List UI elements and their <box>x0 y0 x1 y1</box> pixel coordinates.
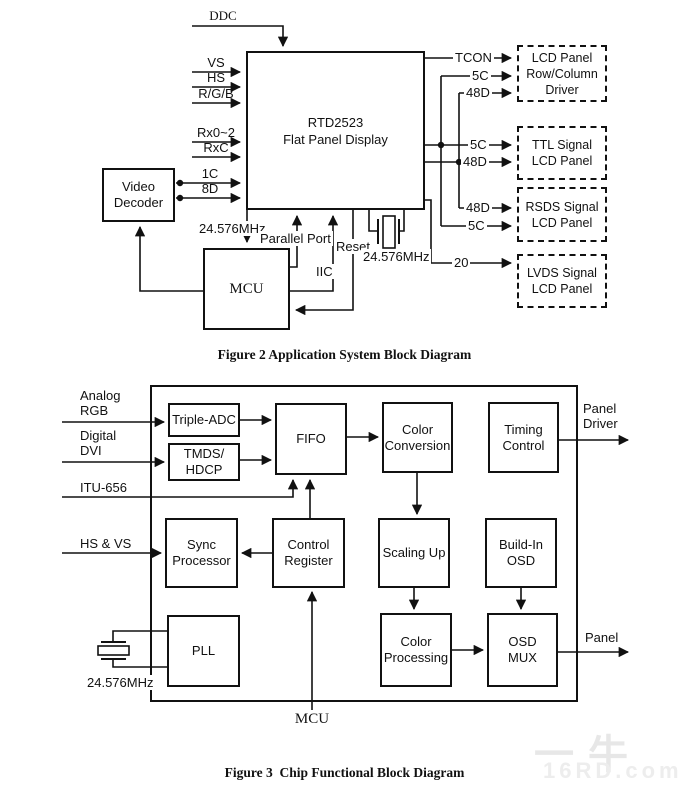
lvds-lcd-panel: LVDS Signal LCD Panel <box>517 254 607 308</box>
crystal-freq-label-fig2: 24.576MHz <box>361 249 432 264</box>
mcu-clock-label: 24.576MHz <box>197 221 268 236</box>
analog-rgb-label: Analog RGB <box>80 388 121 418</box>
panel-driver-label: Panel Driver <box>583 401 618 431</box>
5c-label-2: 5C <box>468 137 489 152</box>
8d-signal-label: 8D <box>201 181 219 196</box>
rtd2523-chip-block: RTD2523 Flat Panel Display <box>246 51 425 210</box>
osd-mux-block: OSD MUX <box>487 613 558 687</box>
color-conversion-block: Color Conversion <box>382 402 453 473</box>
color-processing-block: Color Processing <box>380 613 452 687</box>
timing-control-block: Timing Control <box>488 402 559 473</box>
control-register-block: Control Register <box>272 518 345 588</box>
48d-label-3: 48D <box>464 200 492 215</box>
vs-signal-label: VS <box>207 55 225 70</box>
pll-block: PLL <box>167 615 240 687</box>
build-in-osd-block: Build-In OSD <box>485 518 557 588</box>
panel-label: Panel <box>585 630 619 645</box>
5c-label-1: 5C <box>470 68 491 83</box>
hs-vs-label: HS & VS <box>80 536 132 551</box>
parallel-port-label: Parallel Port <box>258 231 333 246</box>
rgb-signal-label: R/G/B <box>198 86 234 101</box>
itu656-label: ITU-656 <box>80 480 127 495</box>
mcu-block: MCU <box>203 248 290 330</box>
mcu-bus-label: MCU <box>294 711 330 727</box>
chip-desc: Flat Panel Display <box>283 131 388 147</box>
triple-adc-block: Triple-ADC <box>168 403 240 437</box>
tcon-label: TCON <box>453 50 494 65</box>
fifo-block: FIFO <box>275 403 347 475</box>
1c-signal-label: 1C <box>201 166 219 181</box>
rxc-signal-label: RxC <box>203 140 229 155</box>
figure3-caption: Figure 3 Chip Functional Block Diagram <box>224 765 465 780</box>
rsds-lcd-panel: RSDS Signal LCD Panel <box>517 187 607 242</box>
sync-processor-block: Sync Processor <box>165 518 238 588</box>
rx02-signal-label: Rx0~2 <box>197 125 235 140</box>
crystal-freq-label-fig3: 24.576MHz <box>85 675 156 690</box>
ttl-lcd-panel: TTL Signal LCD Panel <box>517 126 607 180</box>
chip-outer-boundary <box>150 385 578 702</box>
48d-label-1: 48D <box>464 85 492 100</box>
20-label: 20 <box>452 255 471 270</box>
scaling-up-block: Scaling Up <box>378 518 450 588</box>
tmds-hdcp-block: TMDS/ HDCP <box>168 443 240 481</box>
ddc-signal-label: DDC <box>209 8 237 23</box>
hs-signal-label: HS <box>206 70 226 85</box>
watermark-site: 16RD.com <box>543 758 683 783</box>
video-decoder-block: Video Decoder <box>102 168 175 222</box>
chip-name: RTD2523 <box>307 114 364 130</box>
digital-dvi-label: Digital DVI <box>80 428 117 458</box>
48d-label-2: 48D <box>461 154 489 169</box>
lcd-rowcol-driver-panel: LCD Panel Row/Column Driver <box>517 45 607 102</box>
5c-label-3: 5C <box>466 218 487 233</box>
watermark-logo: 一牛网 <box>534 733 642 777</box>
iic-label: IIC <box>314 264 335 279</box>
figure2-caption: Figure 2 Application System Block Diagra… <box>217 347 472 362</box>
